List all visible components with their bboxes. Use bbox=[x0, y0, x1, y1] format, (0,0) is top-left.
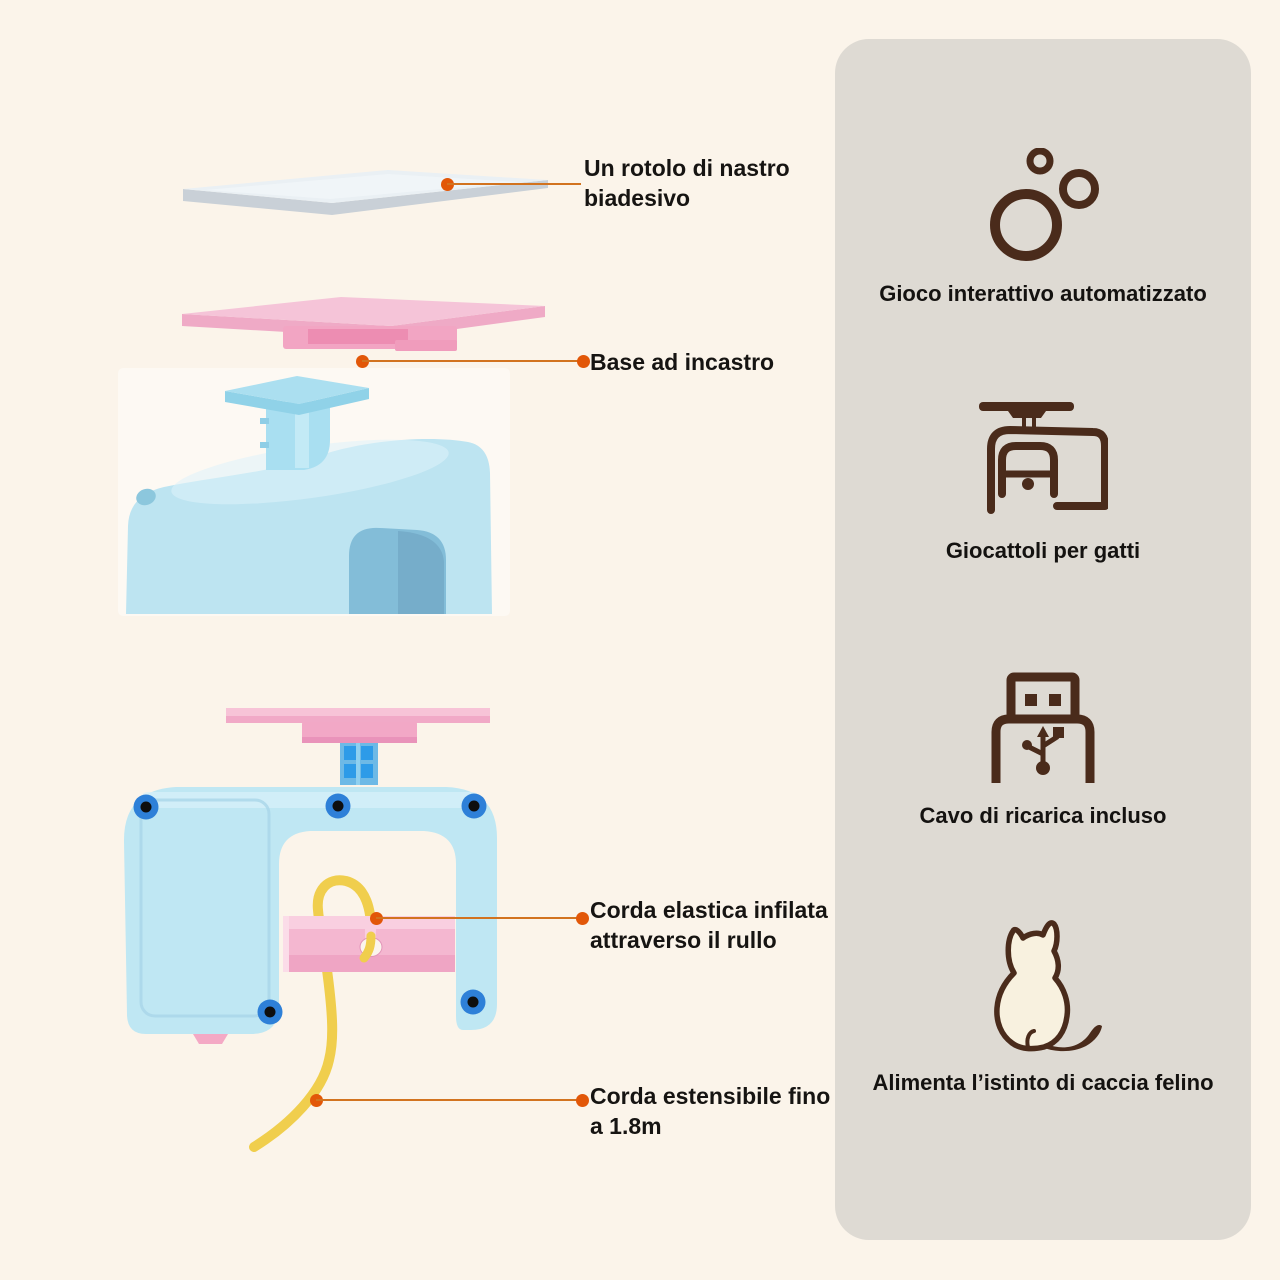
usb-plug-icon bbox=[991, 672, 1095, 783]
annotation-text: biadesivo bbox=[584, 185, 691, 211]
exploded-product-diagram bbox=[123, 170, 548, 1152]
ratchet-post bbox=[340, 743, 378, 785]
snap-base bbox=[182, 297, 545, 351]
feature-label: Gioco interattivo automatizzato bbox=[879, 281, 1207, 306]
feature-label: Giocattoli per gatti bbox=[945, 538, 1141, 563]
tape-sheet bbox=[183, 170, 548, 215]
leader-dot bbox=[577, 355, 590, 368]
screws bbox=[133, 793, 487, 1025]
annotation-cord-roller: Corda elastica infilata attraverso il ru… bbox=[590, 895, 828, 955]
annotation-text: Base ad incastro bbox=[590, 349, 775, 375]
arched-body bbox=[123, 787, 498, 1034]
annotation-base: Base ad incastro bbox=[590, 347, 774, 377]
annotation-text: Corda estensibile fino bbox=[590, 1083, 831, 1109]
feature-label: Alimenta l’istinto di caccia felino bbox=[872, 1070, 1214, 1095]
annotation-text: a 1.8m bbox=[590, 1113, 662, 1139]
leader-line-base bbox=[362, 360, 583, 362]
leader-line-tape bbox=[447, 183, 581, 185]
knob-plate bbox=[225, 376, 369, 404]
annotation-cord-length: Corda estensibile fino a 1.8m bbox=[590, 1081, 830, 1141]
leader-dot bbox=[576, 1094, 589, 1107]
leader-line-roller bbox=[376, 917, 582, 919]
cord-roller bbox=[283, 916, 455, 972]
features-panel: Gioco interattivo automatizzato Giocatto… bbox=[835, 39, 1251, 1240]
toy-top-section bbox=[126, 376, 492, 614]
cat-toy-under-table-icon bbox=[979, 402, 1108, 514]
feature-label: Cavo di ricarica incluso bbox=[919, 803, 1167, 828]
annotation-text: Un rotolo di nastro bbox=[584, 155, 790, 181]
bubbles-icon bbox=[990, 148, 1099, 261]
annotation-tape: Un rotolo di nastro biadesivo bbox=[584, 153, 790, 213]
leader-line-cord bbox=[316, 1099, 582, 1101]
sitting-cat-icon bbox=[994, 920, 1102, 1052]
leader-dot bbox=[576, 912, 589, 925]
annotation-text: attraverso il rullo bbox=[590, 927, 777, 953]
toy-bottom-assembly bbox=[123, 708, 498, 1152]
annotation-text: Corda elastica infilata bbox=[590, 897, 828, 923]
bottom-nub bbox=[193, 1034, 228, 1044]
